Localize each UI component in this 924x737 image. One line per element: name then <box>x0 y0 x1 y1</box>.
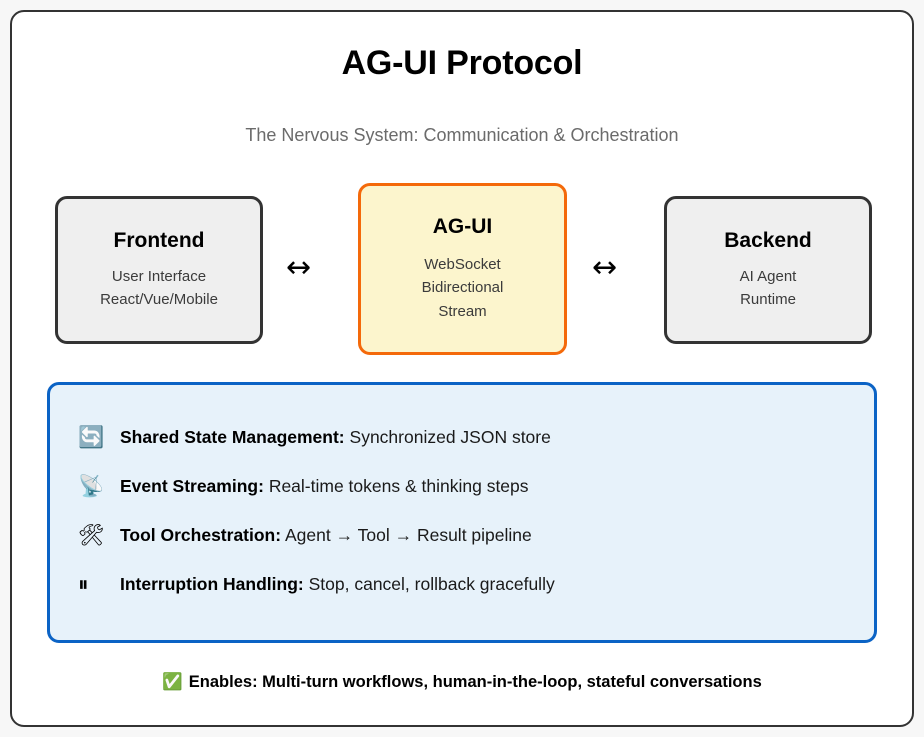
features-list: 🔄 Shared State Management: Synchronized … <box>78 413 854 609</box>
sync-icon: 🔄 <box>78 425 105 449</box>
list-item[interactable]: 🔄 Shared State Management: Synchronized … <box>78 413 854 462</box>
feature-label: Interruption Handling: <box>120 574 304 594</box>
satellite-antenna-icon: 📡 <box>78 474 105 498</box>
feature-text: Interruption Handling: Stop, cancel, rol… <box>120 574 555 595</box>
node-agui-line-1: WebSocket <box>424 256 501 274</box>
feature-description: Synchronized JSON store <box>349 427 551 447</box>
list-item[interactable]: 📡 Event Streaming: Real-time tokens & th… <box>78 462 854 511</box>
list-item[interactable]: 🛠 Tool Orchestration: Agent → Tool → Res… <box>78 511 854 560</box>
node-agui[interactable]: AG-UI WebSocket Bidirectional Stream <box>358 183 567 355</box>
node-frontend-line-1: User Interface <box>111 267 207 285</box>
list-item[interactable]: ⏸ Interruption Handling: Stop, cancel, r… <box>78 560 854 609</box>
bidirectional-arrow-icon-right: ↔ <box>592 250 618 285</box>
node-backend-line-2: Runtime <box>740 291 796 308</box>
node-frontend[interactable]: Frontend User Interface React/Vue/Mobile <box>55 196 263 344</box>
node-frontend-title: Frontend <box>113 228 205 252</box>
page-title: AG-UI Protocol <box>341 44 583 82</box>
pause-icon: ⏸ <box>78 572 89 596</box>
node-backend-title: Backend <box>724 228 812 252</box>
feature-description: Agent → Tool → Result pipeline <box>284 525 532 545</box>
feature-text: Event Streaming: Real-time tokens & thin… <box>120 476 529 497</box>
footer-note: ✅ Enables: Multi-turn workflows, human-in… <box>0 672 924 692</box>
check-mark-icon: ✅ <box>162 672 183 691</box>
bidirectional-arrow-icon-left: ↔ <box>286 250 312 285</box>
node-agui-line-3: Stream <box>438 302 487 320</box>
feature-label: Event Streaming: <box>120 476 264 496</box>
feature-text: Shared State Management: Synchronized JS… <box>120 427 551 448</box>
feature-description: Real-time tokens & thinking steps <box>268 476 529 496</box>
feature-label: Tool Orchestration: <box>120 525 282 545</box>
features-panel: 🔄 Shared State Management: Synchronized … <box>47 382 877 643</box>
node-agui-line-2: Bidirectional <box>421 279 504 297</box>
feature-description: Stop, cancel, rollback gracefully <box>308 574 555 594</box>
node-agui-title: AG-UI <box>432 215 493 239</box>
node-frontend-line-2: React/Vue/Mobile <box>100 291 218 308</box>
footer-text: Enables: Multi-turn workflows, human-in-… <box>188 673 762 691</box>
node-backend[interactable]: Backend AI Agent Runtime <box>664 196 872 344</box>
feature-label: Shared State Management: <box>120 427 345 447</box>
feature-text: Tool Orchestration: Agent → Tool → Resul… <box>120 525 532 546</box>
node-backend-line-1: AI Agent <box>739 267 797 285</box>
page-subtitle: The Nervous System: Communication & Orch… <box>245 125 679 145</box>
hammer-and-wrench-icon: 🛠 <box>78 523 105 547</box>
